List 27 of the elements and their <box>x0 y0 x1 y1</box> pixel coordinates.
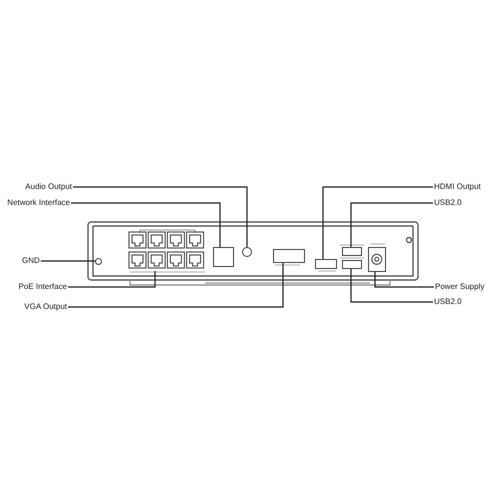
callout-label: HDMI Output <box>434 182 481 192</box>
leader-line <box>68 263 284 308</box>
callout-label: Network Interface <box>7 198 70 208</box>
leader-line <box>40 260 95 262</box>
leader-line <box>322 186 433 259</box>
callout-label: USB2.0 <box>434 198 462 208</box>
power-jack <box>368 247 386 272</box>
hdmi-port <box>315 259 337 269</box>
callout-label: USB2.0 <box>434 297 462 307</box>
usb-port <box>342 260 362 269</box>
vga-port <box>273 249 305 263</box>
network-port <box>213 247 234 267</box>
ground-terminal <box>95 258 102 265</box>
leader-line <box>73 186 248 247</box>
poe-port-block <box>128 230 206 271</box>
callout-label: Power Supply <box>435 282 484 292</box>
audio-jack <box>242 247 252 257</box>
callout-label: PoE Interface <box>18 282 67 292</box>
leader-line <box>350 202 433 247</box>
leader-line <box>68 271 156 288</box>
callout-label: GND <box>22 256 40 266</box>
leader-line <box>374 272 434 288</box>
callout-label: VGA Output <box>24 302 67 312</box>
leader-line <box>71 202 221 247</box>
usb-port <box>342 247 362 256</box>
callout-label: Audio Output <box>25 182 72 192</box>
leader-line <box>350 269 433 303</box>
